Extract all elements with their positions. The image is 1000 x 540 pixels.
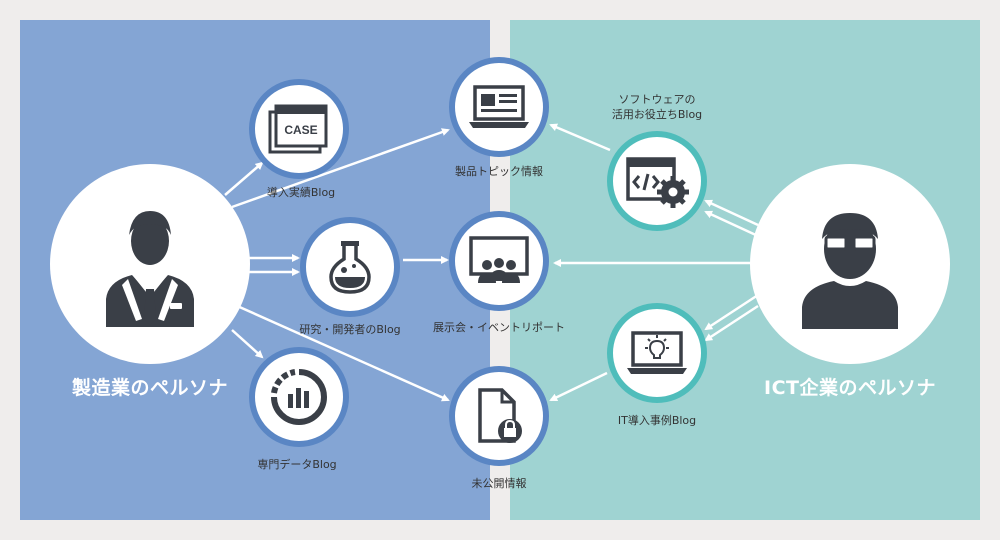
software-label-line1: ソフトウェアの <box>618 93 696 106</box>
case-study-label: 導入実績Blog <box>266 186 336 199</box>
ict-persona <box>750 164 950 364</box>
code-window-gear-icon <box>626 157 689 208</box>
software-label-line2: 活用お役立ちBlog <box>611 108 703 121</box>
research-label: 研究・開発者のBlog <box>299 323 401 336</box>
it-case-label: IT導入事例Blog <box>617 414 697 427</box>
ict-persona-label: ICT企業のペルソナ <box>764 377 936 399</box>
research-node <box>300 217 400 317</box>
case-study-node: CASE <box>249 79 349 179</box>
person-with-glasses-icon <box>802 213 898 329</box>
software-node <box>607 131 707 231</box>
data-label: 専門データBlog <box>257 458 337 471</box>
data-chart-icon <box>271 369 327 425</box>
arrow-to-product <box>231 128 450 209</box>
arrow-from-ict-to-software-1 <box>704 199 759 227</box>
it-case-node <box>607 303 707 403</box>
arrow-to-unpublished <box>234 303 450 402</box>
data-node <box>249 347 349 447</box>
arrow-to-case-study <box>224 161 264 196</box>
case-badge: CASE <box>284 123 317 137</box>
product-label: 製品トピック情報 <box>455 165 543 178</box>
arrow-from-ict-to-software-2 <box>704 210 759 238</box>
arrow-to-data <box>231 329 264 359</box>
product-node <box>449 57 549 157</box>
unpublished-node <box>449 366 549 466</box>
manufacturing-persona-label: 製造業のペルソナ <box>71 377 229 399</box>
arrow-from-ict-to-it-case-1 <box>704 293 759 331</box>
software-label: ソフトウェアの 活用お役立ちBlog <box>612 92 702 122</box>
arrow-from-ict-to-it-case-2 <box>704 304 759 342</box>
arrow-from-software-to-product <box>549 123 611 152</box>
arrow-from-it-case-to-unpublished <box>549 371 608 402</box>
presentation-audience-icon <box>469 236 529 283</box>
unpublished-label: 未公開情報 <box>471 477 527 490</box>
manufacturing-persona <box>50 164 250 364</box>
monitor-lightbulb-icon <box>627 331 687 374</box>
laptop-icon <box>469 85 529 128</box>
locked-document-icon <box>478 388 522 443</box>
exhibition-label: 展示会・イベントリポート <box>433 321 565 334</box>
exhibition-node <box>449 211 549 311</box>
businessman-icon <box>106 211 194 327</box>
flask-icon <box>329 241 371 294</box>
case-document-icon: CASE <box>268 104 328 154</box>
